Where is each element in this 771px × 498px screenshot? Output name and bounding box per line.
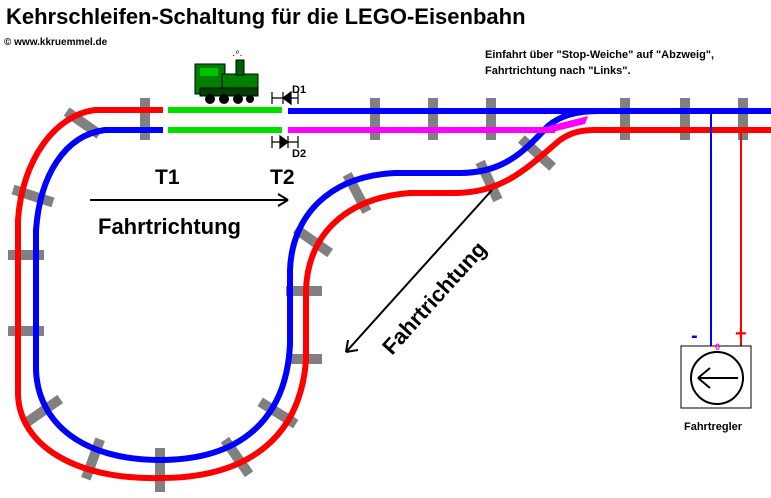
svg-text:·°·: ·°· [232,50,243,61]
sleeper [22,394,64,428]
polarity-plus: + [735,323,747,345]
diode-d1 [271,90,299,106]
direction-arrow-right-icon [90,193,289,207]
diode-d2 [271,134,299,150]
page-title: Kehrschleifen-Schaltung für die LEGO-Eis… [6,4,526,29]
sleepers [8,98,748,492]
sleeper [292,224,334,258]
sleeper [8,250,44,260]
locomotive-icon: ·°· [194,50,259,104]
info-line-1: Einfahrt über "Stop-Weiche" auf "Abzweig… [485,49,714,61]
sleeper [370,98,380,140]
controller-zero-mark: 0 [715,342,720,352]
speed-controller [680,345,752,409]
diode-d1-label: D1 [292,84,306,96]
switch-blade [545,116,588,133]
isolated-section-t1 [168,107,282,133]
sleeper [680,98,690,140]
direction-label-horizontal: Fahrtrichtung [98,214,241,239]
diode-d2-label: D2 [292,148,306,160]
sleeper [8,326,44,336]
blue-rail-loop [33,108,771,464]
copyright-text: © www.kkruemmel.de [4,37,108,48]
polarity-minus: - [691,325,698,347]
sleeper [486,98,496,140]
track-label-t1: T1 [155,166,180,189]
red-rail-loop [15,107,771,482]
sleeper [155,448,165,492]
sleeper [140,98,150,140]
sleeper [620,98,630,140]
sleeper [738,98,748,140]
direction-arrow-diagonal-icon [345,189,493,353]
sleeper [428,98,438,140]
controller-label: Fahrtregler [684,421,743,433]
info-line-2: Fahrtrichtung nach "Links". [485,65,631,77]
track-label-t2: T2 [270,166,295,189]
